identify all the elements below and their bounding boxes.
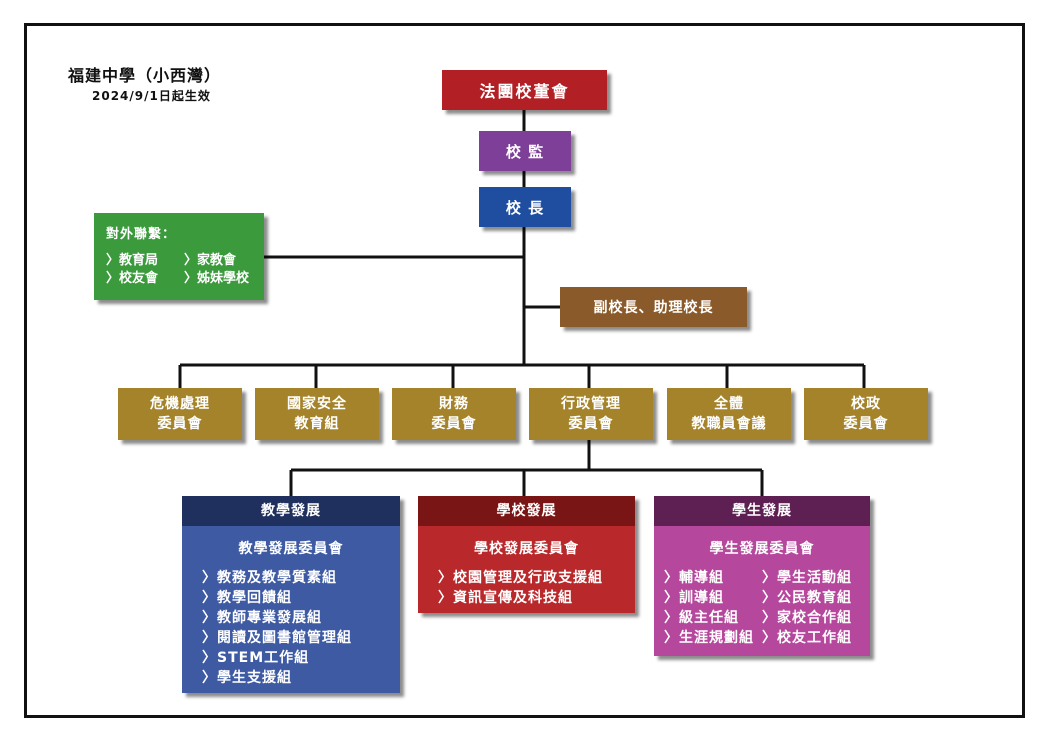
committee-line2: 委員會 xyxy=(431,416,477,432)
student-item: 〉校友工作組 xyxy=(762,630,852,646)
teaching-item: 〉STEM工作組 xyxy=(202,650,310,666)
committee-line1: 校政 xyxy=(851,396,881,412)
teaching-item: 〉閱讀及圖書館管理組 xyxy=(202,630,352,646)
school-committee-name: 學校發展委員會 xyxy=(474,541,579,557)
student-item: 〉學生活動組 xyxy=(762,570,852,586)
committee-line2: 教育組 xyxy=(294,416,340,432)
committee-line1: 財務 xyxy=(439,396,469,412)
committee-line1: 全體 xyxy=(714,396,744,412)
school-name: 福建中學（小西灣） xyxy=(68,66,222,85)
student-item: 〉公民教育組 xyxy=(762,590,852,606)
committee-line2: 委員會 xyxy=(157,416,203,432)
student-item: 〉家校合作組 xyxy=(762,610,852,626)
committee-line1: 行政管理 xyxy=(561,396,621,412)
teaching-item: 〉教務及教學質素組 xyxy=(202,570,337,586)
committee-line1: 國家安全 xyxy=(287,396,347,412)
student-committee-name: 學生發展委員會 xyxy=(709,541,815,557)
school-item: 〉資訊宣傳及科技組 xyxy=(438,590,573,606)
board-label: 法團校董會 xyxy=(479,82,570,101)
student-item: 〉生涯規劃組 xyxy=(664,630,754,646)
student-division-title: 學生發展 xyxy=(654,496,870,526)
committee-national-security: 國家安全 教育組 xyxy=(255,388,379,440)
external-liaison-title: 對外聯繫： xyxy=(106,227,177,242)
student-item: 〉級主任組 xyxy=(664,610,739,626)
teaching-item: 〉教師專業發展組 xyxy=(202,610,322,626)
student-item: 〉輔導組 xyxy=(664,570,724,586)
page-frame xyxy=(24,23,1025,718)
teaching-committee-name: 教學發展委員會 xyxy=(238,541,344,557)
teaching-division-title: 教學發展 xyxy=(182,496,400,526)
principal-box: 校 長 xyxy=(479,187,571,227)
external-item: 〉教育局 xyxy=(106,253,159,268)
teaching-item: 〉學生支援組 xyxy=(202,670,292,686)
supervisor-box: 校 監 xyxy=(479,131,571,171)
principal-label: 校 長 xyxy=(505,198,545,217)
school-item: 〉校園管理及行政支援組 xyxy=(438,570,603,586)
teaching-division-panel: 教學發展 教學發展委員會 〉教務及教學質素組 〉教學回饋組 〉教師專業發展組 〉… xyxy=(182,496,400,693)
teaching-item: 〉教學回饋組 xyxy=(202,590,292,606)
external-item: 〉姊妹學校 xyxy=(184,271,250,286)
external-item: 〉家教會 xyxy=(184,253,237,268)
vice-principal-label: 副校長、助理校長 xyxy=(593,300,714,316)
effective-date: 2024/9/1日起生效 xyxy=(92,89,211,103)
committee-crisis: 危機處理 委員會 xyxy=(118,388,242,440)
supervisor-label: 校 監 xyxy=(505,142,545,161)
external-liaison-box: 對外聯繫： 〉教育局 〉家教會 〉校友會 〉姊妹學校 xyxy=(94,213,264,300)
committee-finance: 財務 委員會 xyxy=(392,388,516,440)
committee-line2: 委員會 xyxy=(843,416,889,432)
committee-line1: 危機處理 xyxy=(150,396,210,412)
student-item: 〉訓導組 xyxy=(664,590,724,606)
committee-administration: 行政管理 委員會 xyxy=(529,388,653,440)
student-division-panel: 學生發展 學生發展委員會 〉輔導組 〉學生活動組 〉訓導組 〉公民教育組 〉級主… xyxy=(654,496,870,656)
committee-line2: 委員會 xyxy=(568,416,614,432)
vice-principal-box: 副校長、助理校長 xyxy=(560,287,747,327)
committee-school-policy: 校政 委員會 xyxy=(804,388,928,440)
school-division-title: 學校發展 xyxy=(418,496,635,526)
external-item: 〉校友會 xyxy=(106,271,159,286)
school-division-panel: 學校發展 學校發展委員會 〉校園管理及行政支援組 〉資訊宣傳及科技組 xyxy=(418,496,635,613)
committee-line2: 教職員會議 xyxy=(691,416,767,432)
committee-staff-meeting: 全體 教職員會議 xyxy=(667,388,791,440)
board-box: 法團校董會 xyxy=(442,70,607,110)
